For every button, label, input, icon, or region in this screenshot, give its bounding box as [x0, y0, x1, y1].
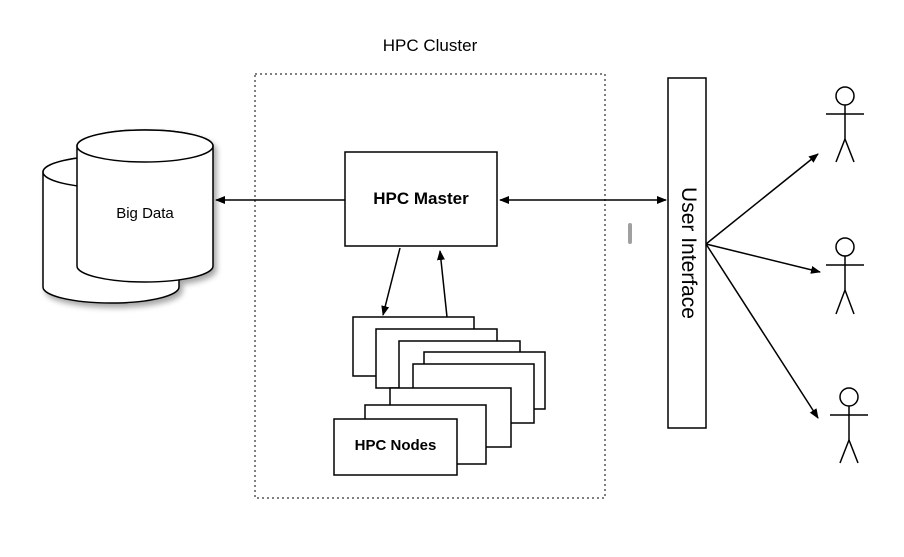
user-interface-label: User Interface	[677, 187, 700, 319]
cluster-title: HPC Cluster	[382, 36, 478, 55]
big-data-storage-icon	[42, 129, 214, 304]
arrow-ui-to-user-2	[705, 243, 821, 274]
hpc-master-box	[344, 151, 498, 247]
arrow-nodes-to-master	[436, 250, 448, 318]
smudge-mark	[628, 223, 632, 244]
arrow-ui-to-user-1	[705, 153, 819, 245]
user-icon	[826, 86, 864, 163]
hpc-master-label: HPC Master	[373, 189, 469, 208]
arrow-ui-to-user-3	[705, 243, 819, 419]
hpc-nodes-stack	[333, 316, 546, 476]
user-interface-bar	[667, 77, 707, 429]
big-data-label: Big Data	[116, 205, 174, 222]
user-icon	[826, 237, 864, 315]
hpc-nodes-front-box	[333, 418, 458, 476]
hpc-cluster-boundary	[254, 73, 606, 499]
hpc-nodes-label: HPC Nodes	[354, 437, 437, 454]
arrow-master-to-nodes	[381, 247, 401, 316]
user-icon	[830, 387, 868, 464]
